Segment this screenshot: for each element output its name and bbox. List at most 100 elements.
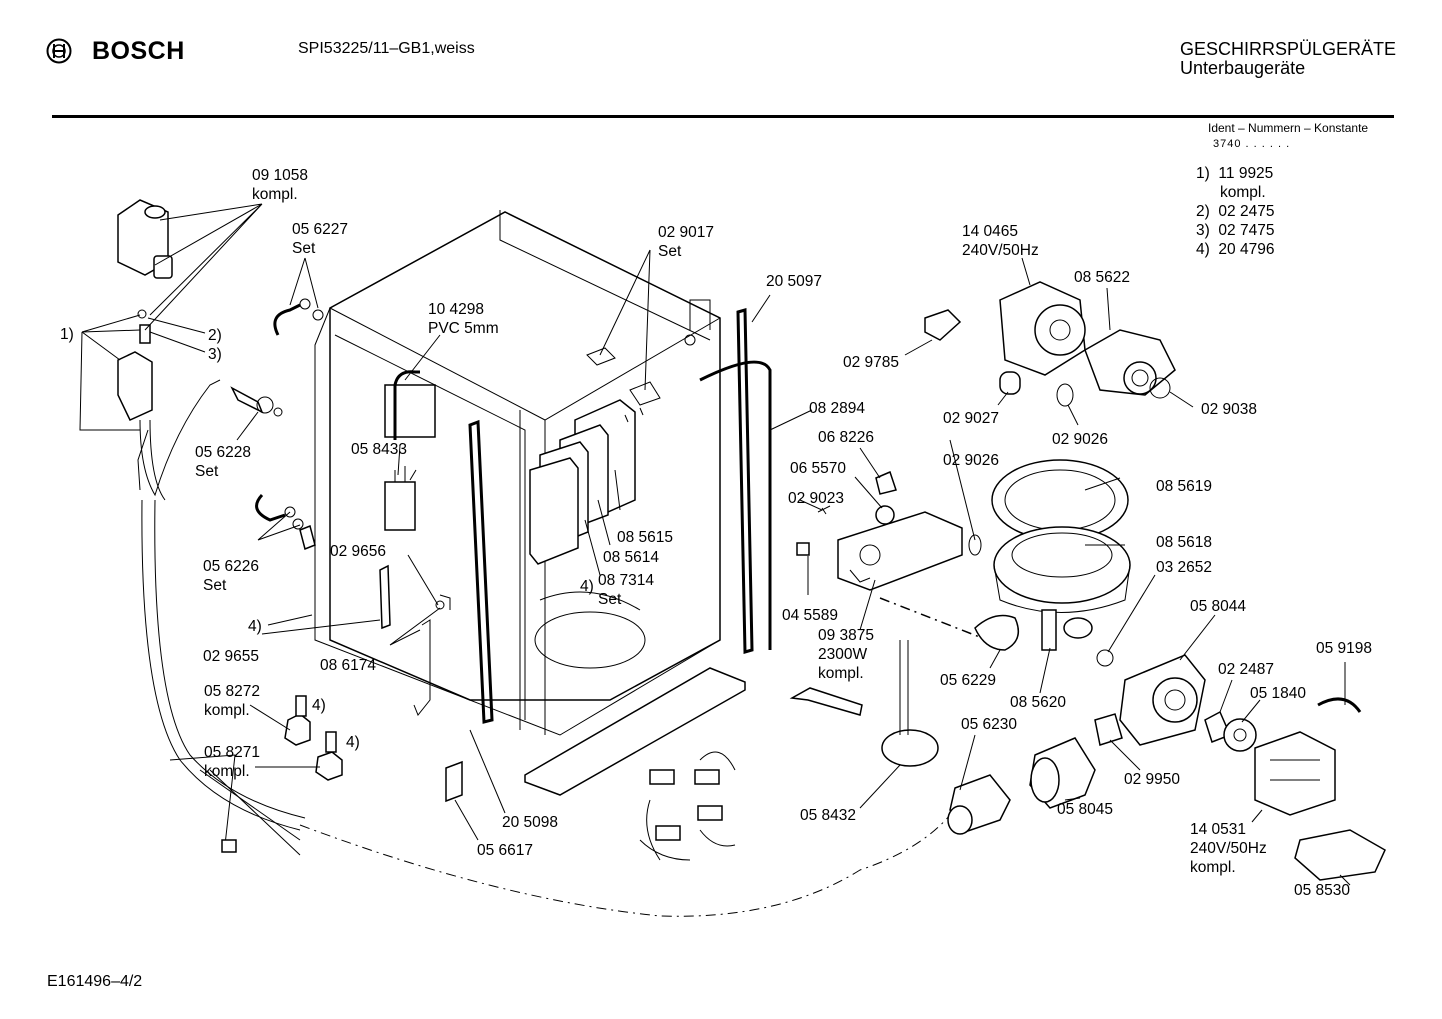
cover-058530 — [1294, 829, 1386, 881]
label-058044: 05 8044 — [1190, 598, 1247, 615]
leader-lines — [79, 203, 1351, 886]
hose-elbow-056227 — [273, 303, 301, 336]
marker-4-b: 4) — [580, 578, 594, 595]
elbow-056229 — [974, 614, 1020, 651]
drain-hose — [141, 499, 301, 831]
label-029950: 02 9950 — [1124, 771, 1181, 788]
capacitor-058433 — [384, 481, 416, 531]
pump-housing-085622 — [1084, 329, 1176, 396]
switch-045589 — [796, 542, 810, 556]
impeller-051840 — [1223, 718, 1257, 752]
label-065570: 06 5570 — [790, 460, 847, 477]
label-085615: 08 5615 — [617, 529, 674, 546]
label-058432: 05 8432 — [800, 807, 857, 824]
label-205097: 20 5097 — [766, 273, 823, 290]
heat-pump-motor-140465 — [999, 281, 1086, 376]
label-059198: 05 9198 — [1316, 640, 1373, 657]
label-056229: 05 6229 — [940, 672, 997, 689]
label-022487: 02 2487 — [1218, 661, 1275, 678]
brand-logo: BOSCH — [46, 36, 185, 66]
label-029656: 02 9656 — [330, 543, 387, 560]
heater-093875 — [837, 511, 963, 591]
sensor-068226 — [875, 470, 897, 495]
reference-item: 1) 11 9925 — [1196, 165, 1274, 182]
marker-4-d: 4) — [346, 734, 360, 751]
marker-4-a: 4) — [248, 618, 262, 635]
hose-elbow-056226 — [255, 493, 286, 522]
label-085614: 08 5614 — [603, 549, 660, 566]
reference-item-extra: kompl. — [1220, 184, 1266, 201]
seal-029950 — [1094, 713, 1123, 746]
band-059198 — [1317, 697, 1362, 713]
marker-3: 3) — [208, 346, 222, 363]
seal-065570 — [875, 505, 895, 525]
footer-code: E161496–4/2 — [47, 973, 143, 990]
label-085620: 08 5620 — [1010, 694, 1067, 711]
bracket-056617 — [445, 760, 463, 803]
label-029026-b: 02 9026 — [943, 452, 1000, 469]
coupling-056230 — [947, 774, 1011, 835]
tub-frame — [314, 210, 721, 736]
pump-058044 — [1119, 654, 1206, 746]
oring-029026b — [968, 534, 982, 556]
marker-4-c: 4) — [312, 697, 326, 714]
bottom-rail — [524, 667, 746, 796]
label-029027: 02 9027 — [943, 410, 1000, 427]
label-058530: 05 8530 — [1294, 882, 1351, 899]
oring-029026 — [1056, 383, 1074, 407]
seal-strip-205098 — [468, 419, 494, 724]
oring-029038 — [1149, 377, 1171, 399]
inlet-hose — [154, 499, 306, 819]
motor-140531 — [1254, 731, 1336, 816]
sump-assembly — [991, 459, 1131, 651]
cable-harness — [639, 751, 736, 861]
label-045589: 04 5589 — [782, 607, 839, 624]
bosch-armature-icon — [46, 38, 72, 64]
pressure-sensor-058432 — [881, 640, 939, 767]
bush-029027 — [999, 371, 1021, 395]
reference-item: 2) 02 2475 — [1196, 203, 1275, 220]
label-056617: 05 6617 — [477, 842, 534, 859]
label-032652: 03 2652 — [1156, 559, 1213, 576]
assembly-outline — [299, 814, 951, 917]
label-058433: 05 8433 — [351, 441, 408, 458]
label-085619: 08 5619 — [1156, 478, 1213, 495]
label-085618: 08 5618 — [1156, 534, 1213, 551]
gasket-082894 — [699, 360, 772, 650]
detergent-frames — [529, 399, 636, 565]
switch-058271 — [315, 751, 343, 781]
ident-title: Ident – Nummern – Konstante — [1208, 121, 1369, 135]
connector-029785 — [924, 309, 962, 341]
marker-2: 2) — [208, 327, 222, 344]
ident-value: 3740 . . . . . . — [1213, 138, 1291, 150]
brand-name: BOSCH — [92, 36, 185, 65]
label-086174: 08 6174 — [320, 657, 377, 674]
marker-1: 1) — [60, 326, 74, 343]
reference-item: 4) 20 4796 — [1196, 241, 1275, 258]
oring-032652 — [1096, 649, 1114, 667]
nozzle-058045 — [1029, 737, 1096, 809]
model-number: SPI53225/11–GB1,weiss — [298, 40, 475, 57]
reference-list: 1) 11 9925 kompl. 2) 02 2475 3) 02 7475 … — [1196, 164, 1274, 259]
label-082894: 08 2894 — [809, 400, 866, 417]
label-029655: 02 9655 — [203, 648, 260, 665]
label-085622: 08 5622 — [1074, 269, 1131, 286]
pvc-tube — [393, 370, 420, 440]
label-029785: 02 9785 — [843, 354, 900, 371]
inlet-valve-assembly — [117, 199, 221, 501]
label-051840: 05 1840 — [1250, 685, 1307, 702]
label-056230: 05 6230 — [961, 716, 1018, 733]
